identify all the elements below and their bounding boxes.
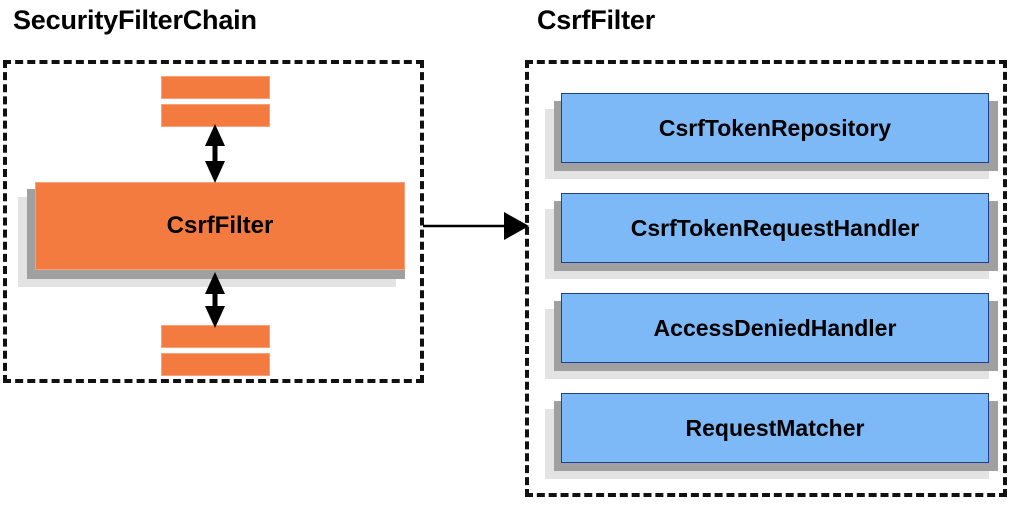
collaborator-label: AccessDeniedHandler xyxy=(653,314,897,341)
csrf-filter-frame xyxy=(525,60,1007,497)
csrf-filter-box-label: CsrfFilter xyxy=(166,212,274,239)
panel-title-security-filter-chain: SecurityFilterChain xyxy=(13,5,257,35)
collaborator-stack-csrf-token-repository: CsrfTokenRepository xyxy=(545,93,1005,179)
collaborator-stack-access-denied-handler: AccessDeniedHandler xyxy=(545,293,1005,379)
collaborator-stack-csrf-token-request-handler: CsrfTokenRequestHandler xyxy=(545,193,1005,279)
collaborator-label: CsrfTokenRepository xyxy=(658,114,892,141)
arrow-csrf-filter-to-detail-icon xyxy=(423,212,529,240)
collaborator-box-access-denied-handler[interactable]: AccessDeniedHandler xyxy=(561,293,989,363)
filter-bar-bottom-1 xyxy=(161,325,270,348)
panel-title-csrf-filter: CsrfFilter xyxy=(537,5,656,35)
collaborator-box-csrf-token-request-handler[interactable]: CsrfTokenRequestHandler xyxy=(561,193,989,263)
collaborator-label: CsrfTokenRequestHandler xyxy=(630,214,920,241)
filter-bar-bottom-2 xyxy=(161,353,270,376)
security-filter-chain-frame xyxy=(3,60,424,383)
collaborator-box-request-matcher[interactable]: RequestMatcher xyxy=(561,393,989,463)
filter-bar-top-1 xyxy=(161,76,270,99)
csrf-filter-box[interactable]: CsrfFilter xyxy=(35,182,405,270)
collaborator-label: RequestMatcher xyxy=(685,414,865,441)
collaborator-stack-request-matcher: RequestMatcher xyxy=(545,393,1005,479)
filter-bar-top-2 xyxy=(161,104,270,127)
collaborator-box-csrf-token-repository[interactable]: CsrfTokenRepository xyxy=(561,93,989,163)
